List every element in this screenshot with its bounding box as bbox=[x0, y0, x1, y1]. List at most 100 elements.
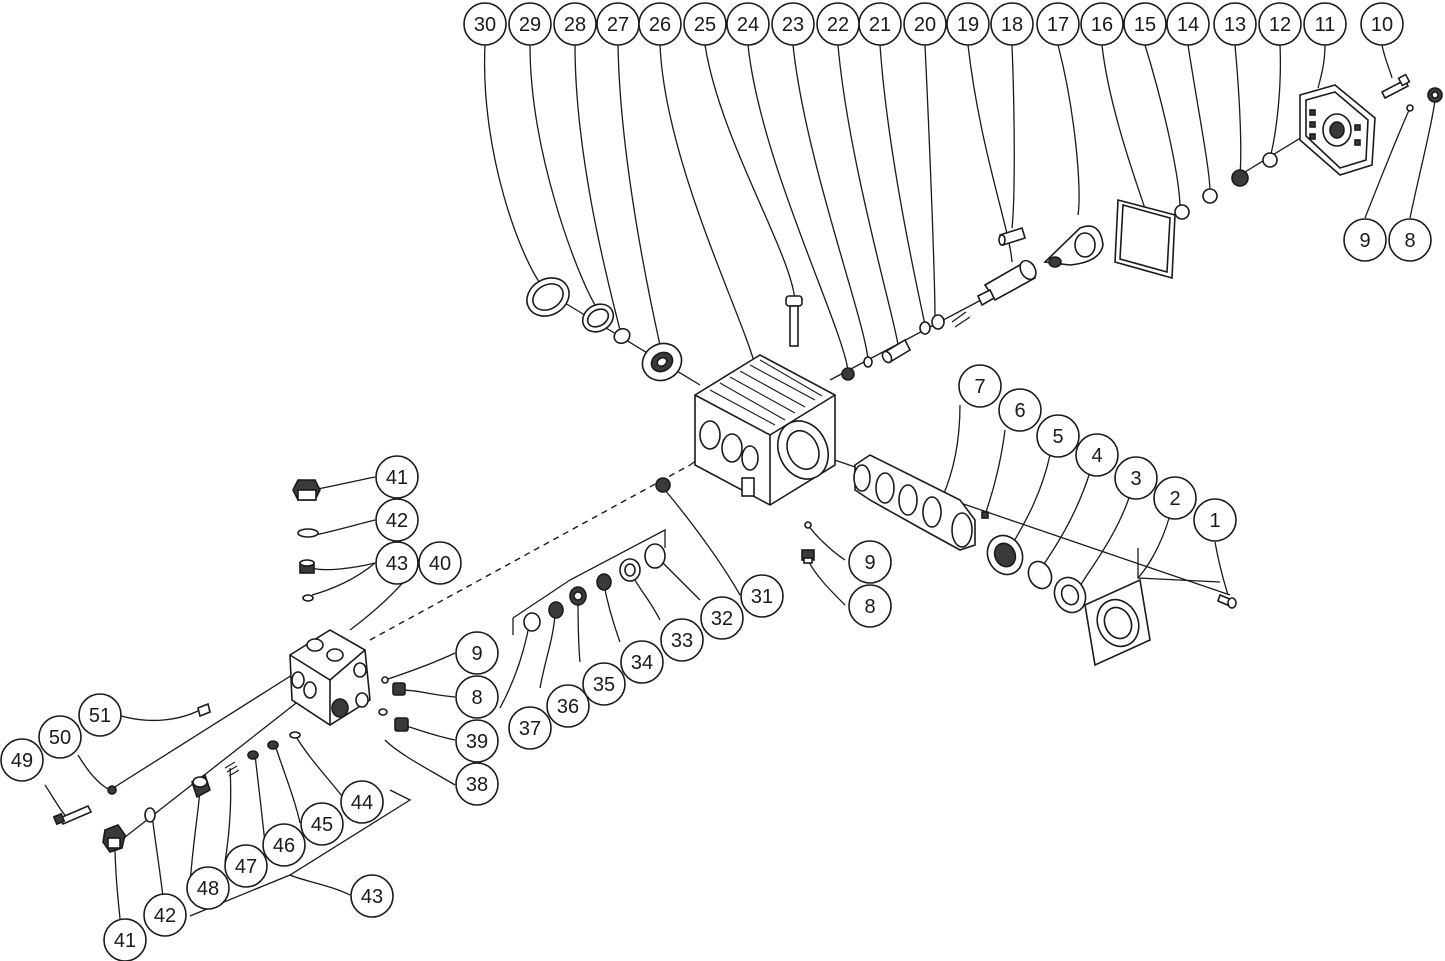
callout-number: 34 bbox=[631, 652, 653, 674]
seal-15 bbox=[1174, 204, 1190, 220]
callout-circle bbox=[1166, 2, 1210, 46]
bearing-27 bbox=[641, 342, 683, 382]
callout-circle bbox=[903, 2, 947, 46]
seal-46 bbox=[247, 750, 259, 760]
callout-circle bbox=[78, 693, 122, 737]
callout-circle bbox=[455, 631, 499, 675]
callout-circle bbox=[350, 874, 394, 918]
callout-circle bbox=[990, 2, 1034, 46]
part-callout-42: 42 bbox=[375, 498, 419, 542]
bolt-49 bbox=[52, 804, 93, 826]
seal-34 bbox=[596, 573, 612, 591]
part-callout-45: 45 bbox=[300, 802, 344, 846]
callout-number: 16 bbox=[1091, 14, 1113, 36]
callout-number: 38 bbox=[466, 774, 488, 796]
part-callout-14: 14 bbox=[1166, 2, 1210, 46]
callout-number: 8 bbox=[1404, 230, 1415, 252]
callout-circle bbox=[186, 866, 230, 910]
part-callout-22: 22 bbox=[816, 2, 860, 46]
callout-number: 19 bbox=[957, 14, 979, 36]
callout-number: 43 bbox=[386, 553, 408, 575]
callout-number: 13 bbox=[1224, 14, 1246, 36]
part-callout-39: 39 bbox=[455, 719, 499, 763]
callout-circle bbox=[340, 780, 384, 824]
part-callout-37: 37 bbox=[508, 706, 552, 750]
o-ring-44 bbox=[289, 731, 301, 739]
callout-circle bbox=[1123, 2, 1167, 46]
seal-14 bbox=[1202, 188, 1218, 204]
wrist-pin-18 bbox=[998, 226, 1026, 247]
callout-number: 48 bbox=[197, 878, 219, 900]
callout-circle bbox=[463, 2, 507, 46]
callout-circle bbox=[418, 541, 462, 585]
callout-number: 26 bbox=[649, 14, 671, 36]
part-callout-46: 46 bbox=[262, 823, 306, 867]
callout-circle bbox=[375, 541, 419, 585]
seal-33 bbox=[619, 558, 641, 582]
leader-lines bbox=[44, 44, 1436, 939]
callout-circle bbox=[455, 675, 499, 719]
part-callout-3: 3 bbox=[1114, 456, 1158, 500]
callout-number: 25 bbox=[694, 14, 716, 36]
part-callout-43: 43 bbox=[350, 874, 394, 918]
connecting-rod-17 bbox=[1043, 225, 1104, 268]
callout-circle bbox=[1213, 2, 1257, 46]
part-callout-29: 29 bbox=[508, 2, 552, 46]
o-ring-9-top bbox=[1406, 104, 1414, 112]
callout-circle bbox=[1036, 2, 1080, 46]
callout-number: 21 bbox=[869, 14, 891, 36]
part-callout-8: 8 bbox=[455, 675, 499, 719]
key-6 bbox=[981, 511, 989, 519]
callout-number: 2 bbox=[1169, 488, 1180, 510]
callout-number: 9 bbox=[1359, 230, 1370, 252]
callout-number: 1 bbox=[1209, 510, 1220, 532]
callout-number: 32 bbox=[711, 608, 733, 630]
seal-45 bbox=[267, 740, 279, 750]
callout-circle bbox=[620, 640, 664, 684]
callout-number: 27 bbox=[607, 14, 629, 36]
callout-circle bbox=[1153, 476, 1197, 520]
piston-19 bbox=[976, 259, 1037, 307]
callout-number: 31 bbox=[751, 586, 773, 608]
crankcase-26 bbox=[694, 354, 836, 506]
part-callout-17: 17 bbox=[1036, 2, 1080, 46]
plug-8-top bbox=[1427, 87, 1443, 103]
callout-number: 8 bbox=[864, 596, 875, 618]
callout-number: 42 bbox=[386, 510, 408, 532]
callout-number: 14 bbox=[1177, 14, 1199, 36]
callout-number: 4 bbox=[1091, 445, 1102, 467]
callout-number: 47 bbox=[235, 856, 257, 878]
callout-number: 6 bbox=[1014, 400, 1025, 422]
part-callout-16: 16 bbox=[1080, 2, 1124, 46]
callout-circle bbox=[1080, 2, 1124, 46]
part-callout-38: 38 bbox=[455, 762, 499, 806]
callout-number: 9 bbox=[864, 552, 875, 574]
part-callout-5: 5 bbox=[1036, 414, 1080, 458]
o-ring-38 bbox=[378, 708, 388, 716]
part-callout-8: 8 bbox=[1388, 218, 1432, 262]
clip-20 bbox=[951, 311, 971, 328]
callout-number: 23 bbox=[782, 14, 804, 36]
callout-circle bbox=[1343, 218, 1387, 262]
callout-number: 30 bbox=[474, 14, 496, 36]
part-callout-23: 23 bbox=[771, 2, 815, 46]
callout-circle bbox=[143, 893, 187, 937]
part-callout-42: 42 bbox=[143, 893, 187, 937]
washer-20 bbox=[931, 314, 945, 330]
bearing-5 bbox=[986, 534, 1024, 576]
callout-number: 3 bbox=[1130, 468, 1141, 490]
retaining-ring-29 bbox=[581, 303, 615, 333]
o-ring-42-top bbox=[297, 528, 319, 538]
oil-dipstick-25 bbox=[785, 295, 803, 347]
seal-12 bbox=[1262, 152, 1278, 168]
o-ring-32 bbox=[644, 543, 666, 569]
callout-number: 5 bbox=[1052, 426, 1063, 448]
plug-41-bottom bbox=[102, 824, 126, 853]
plug-41-top bbox=[292, 479, 321, 501]
part-callout-24: 24 bbox=[726, 2, 770, 46]
callout-circle bbox=[1075, 433, 1119, 477]
part-callout-33: 33 bbox=[660, 618, 704, 662]
callout-number: 8 bbox=[471, 687, 482, 709]
callout-circle bbox=[740, 574, 784, 618]
